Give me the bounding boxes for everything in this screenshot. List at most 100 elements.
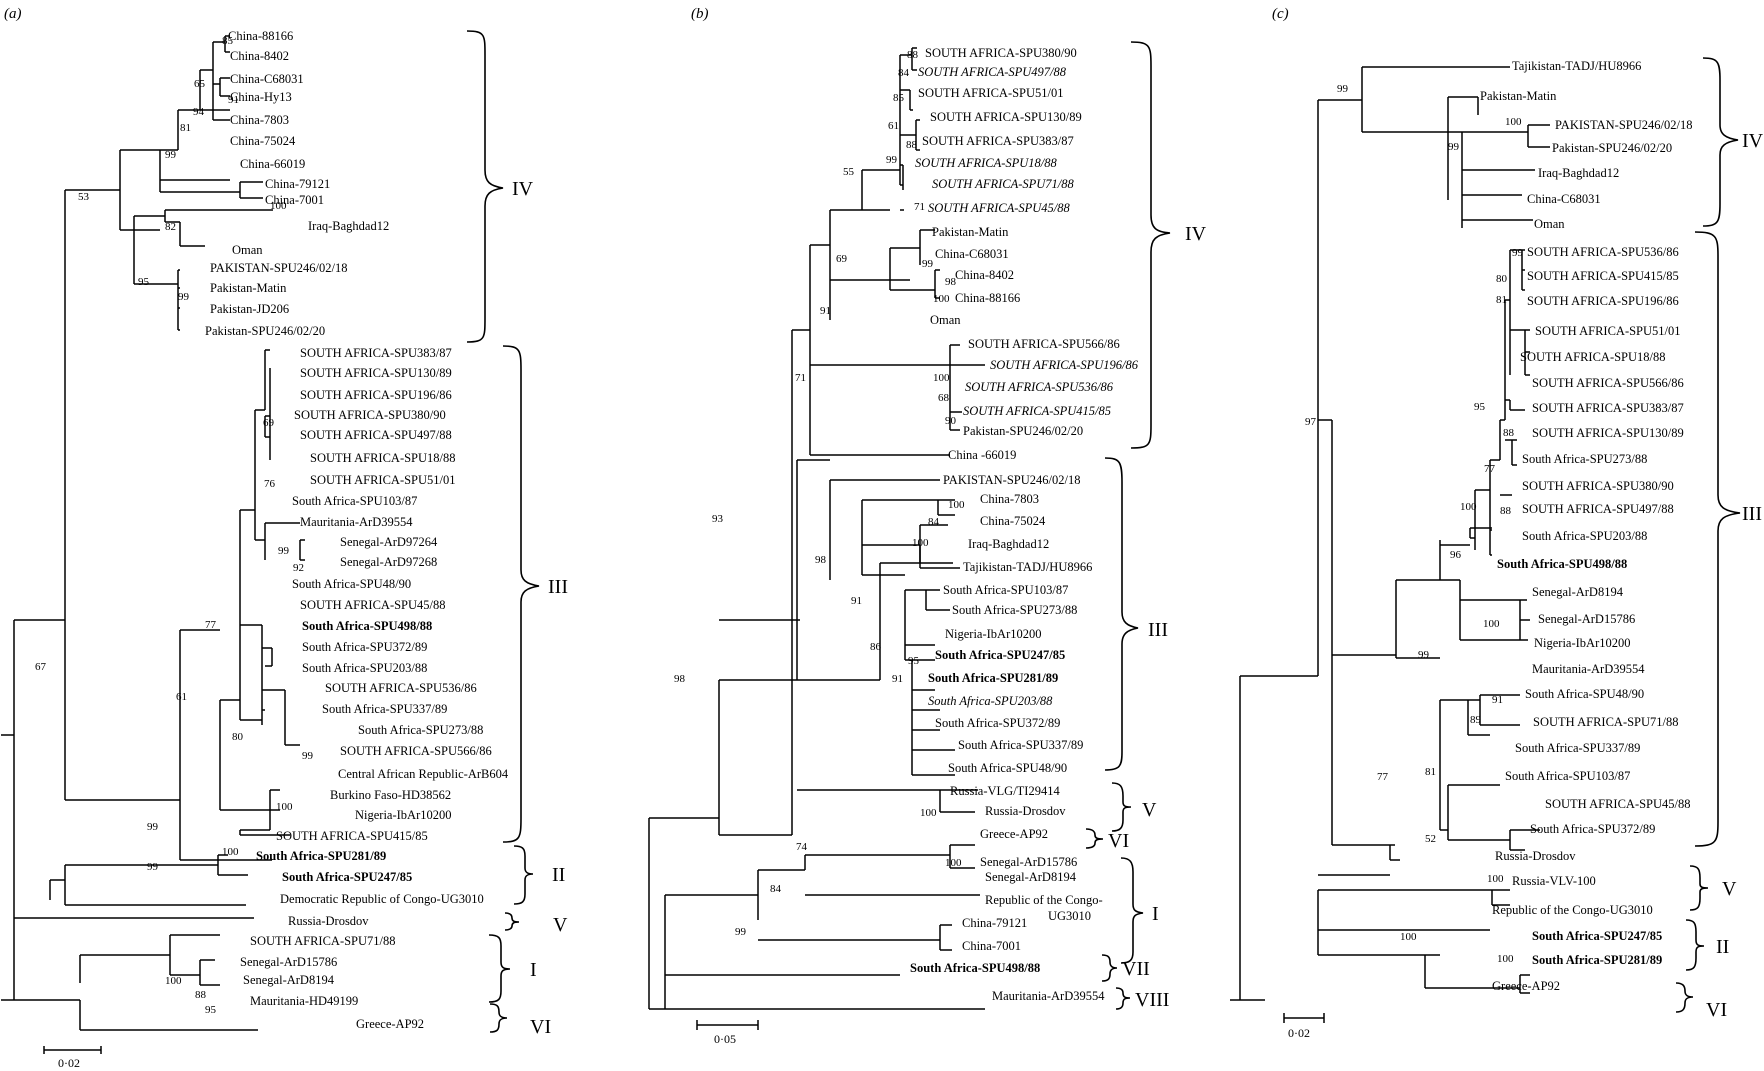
bootstrap-value: 100 xyxy=(1460,501,1477,513)
bootstrap-value: 69 xyxy=(263,417,275,429)
tip-label: China-7803 xyxy=(230,113,289,127)
tip-label: SOUTH AFRICA-SPU536/86 xyxy=(965,380,1114,394)
tip-label: SOUTH AFRICA-SPU497/88 xyxy=(918,65,1067,79)
tip-label: China-75024 xyxy=(230,134,296,148)
clade-label: VI xyxy=(530,1016,551,1038)
panel-a-scale-bar: 0·02 xyxy=(43,1046,102,1070)
tip-label: SOUTH AFRICA-SPU51/01 xyxy=(918,86,1064,100)
tip-label: South Africa-SPU48/90 xyxy=(1525,687,1644,701)
tip-label: South Africa-SPU103/87 xyxy=(943,583,1068,597)
tip-label: Pakistan-Matin xyxy=(210,281,287,295)
tip-label: Iraq-Baghdad12 xyxy=(968,537,1049,551)
clade-label: IV xyxy=(1185,223,1207,245)
tip-label: China-79121 xyxy=(962,916,1027,930)
tip-label: South Africa-SPU103/87 xyxy=(1505,769,1630,783)
tip-label: SOUTH AFRICA-SPU18/88 xyxy=(1520,350,1666,364)
bootstrap-value: 99 xyxy=(1448,141,1460,153)
bootstrap-value: 99 xyxy=(886,154,898,166)
tip-label: South Africa-SPU103/87 xyxy=(292,494,417,508)
panel-c-tips: Tajikistan-TADJ/HU8966 Pakistan-Matin PA… xyxy=(1480,59,1692,993)
tip-label: Burkino Faso-HD38562 xyxy=(330,788,451,802)
bootstrap-value: 65 xyxy=(194,78,206,90)
panel-a-brackets xyxy=(466,30,540,1033)
tip-label: SOUTH AFRICA-SPU380/90 xyxy=(1522,479,1674,493)
clade-label: VII xyxy=(1122,958,1150,980)
clade-label: V xyxy=(553,914,568,936)
tip-label: Senegal-ArD97268 xyxy=(340,555,437,569)
bootstrap-value: 81 xyxy=(180,122,191,134)
bootstrap-value: 81 xyxy=(1496,294,1507,306)
tip-label: Nigeria-IbAr10200 xyxy=(945,627,1042,641)
tip-label: Republic of the Congo- xyxy=(985,893,1103,907)
tip-label: South Africa-SPU281/89 xyxy=(256,849,386,863)
tip-label: SOUTH AFRICA-SPU71/88 xyxy=(1533,715,1679,729)
tip-label: SOUTH AFRICA-SPU51/01 xyxy=(310,473,456,487)
tip-label: South Africa-SPU372/89 xyxy=(935,716,1060,730)
bootstrap-value: 53 xyxy=(78,191,90,203)
tip-label: SOUTH AFRICA-SPU497/88 xyxy=(1522,502,1674,516)
bootstrap-value: 81 xyxy=(1425,766,1436,778)
panel-a-tips: China-88166 China-8402 China-C68031 Chin… xyxy=(205,29,509,1031)
tip-label: South Africa-SPU48/90 xyxy=(292,577,411,591)
tip-label: Central African Republic-ArB604 xyxy=(338,767,509,781)
bootstrap-value: 80 xyxy=(1496,273,1508,285)
tip-label: China-7803 xyxy=(980,492,1039,506)
tip-label: South Africa-SPU273/88 xyxy=(358,723,483,737)
panel-c-brackets xyxy=(1675,57,1741,1013)
tip-label: Oman xyxy=(232,243,263,257)
tip-label: Pakistan-Matin xyxy=(1480,89,1557,103)
tip-label: Senegal-ArD15786 xyxy=(1538,612,1635,626)
bootstrap-value: 93 xyxy=(712,513,724,525)
tip-label: South Africa-SPU247/85 xyxy=(1532,929,1662,943)
panel-b-bootstrap: 88 84 85 61 88 99 71 55 99 98 100 69 100… xyxy=(674,49,965,938)
bootstrap-value: 55 xyxy=(843,166,855,178)
tip-label: SOUTH AFRICA-SPU415/85 xyxy=(963,404,1111,418)
tip-label: Greece-AP92 xyxy=(356,1017,424,1031)
panel-c-branches xyxy=(1230,66,1550,1001)
tip-label: Senegal-ArD8194 xyxy=(1532,585,1624,599)
panel-a-clade-labels: IV III II V I VI xyxy=(512,178,568,1038)
bootstrap-value: 91 xyxy=(228,94,239,106)
panel-b-branches xyxy=(648,47,985,1010)
tip-label: China-66019 xyxy=(240,157,305,171)
bootstrap-value: 99 xyxy=(278,545,290,557)
tip-label: South Africa-SPU48/90 xyxy=(948,761,1067,775)
tip-label: Nigeria-IbAr10200 xyxy=(355,808,452,822)
bootstrap-value: 100 xyxy=(276,801,293,813)
tip-label: South Africa-SPU337/89 xyxy=(1515,741,1640,755)
tip-label: South Africa-SPU273/88 xyxy=(1522,452,1647,466)
scale-bar-label: 0·05 xyxy=(714,1032,736,1046)
tip-label: Senegal-ArD15786 xyxy=(240,955,337,969)
bootstrap-value: 74 xyxy=(796,841,808,853)
bootstrap-value: 94 xyxy=(193,106,205,118)
tip-label: China-C68031 xyxy=(1527,192,1601,206)
clade-label: V xyxy=(1142,799,1157,821)
bootstrap-value: 88 xyxy=(906,139,918,151)
tip-label: SOUTH AFRICA-SPU130/89 xyxy=(930,110,1082,124)
panel-c-letter: (c) xyxy=(1272,6,1289,22)
tip-label: China-8402 xyxy=(230,49,289,63)
panel-c: (c) Tajikistan-TADJ/HU8966 Pakistan-Mati… xyxy=(1230,6,1764,1040)
tip-label: Oman xyxy=(930,313,961,327)
bootstrap-value: 88 xyxy=(1500,505,1512,517)
panel-b: (b) SOUTH AFRICA-SPU380/90 SOUTH AFRICA-… xyxy=(648,6,1207,1046)
clade-label: VI xyxy=(1108,830,1129,852)
bootstrap-value: 98 xyxy=(815,554,827,566)
bootstrap-value: 61 xyxy=(176,691,187,703)
tip-label: SOUTH AFRICA-SPU536/86 xyxy=(1527,245,1679,259)
tip-label: Republic of the Congo-UG3010 xyxy=(1492,903,1653,917)
bootstrap-value: 100 xyxy=(1487,873,1504,885)
panel-a-letter: (a) xyxy=(4,6,22,22)
tip-label: SOUTH AFRICA-SPU196/86 xyxy=(300,388,452,402)
tip-label: South Africa-SPU273/88 xyxy=(952,603,1077,617)
panel-a-bootstrap: 85 65 91 94 81 99 100 53 82 95 99 69 76 … xyxy=(35,35,314,1016)
bootstrap-value: 99 xyxy=(165,149,177,161)
tip-label: South Africa-SPU281/89 xyxy=(1532,953,1662,967)
bootstrap-value: 99 xyxy=(147,861,159,873)
tip-label: SOUTH AFRICA-SPU196/86 xyxy=(990,358,1139,372)
tip-label: Senegal-ArD15786 xyxy=(980,855,1077,869)
bootstrap-value: 96 xyxy=(1450,549,1462,561)
tip-label: Democratic Republic of Congo-UG3010 xyxy=(280,892,484,906)
bootstrap-value: 98 xyxy=(945,276,957,288)
tip-label: SOUTH AFRICA-SPU380/90 xyxy=(925,46,1077,60)
